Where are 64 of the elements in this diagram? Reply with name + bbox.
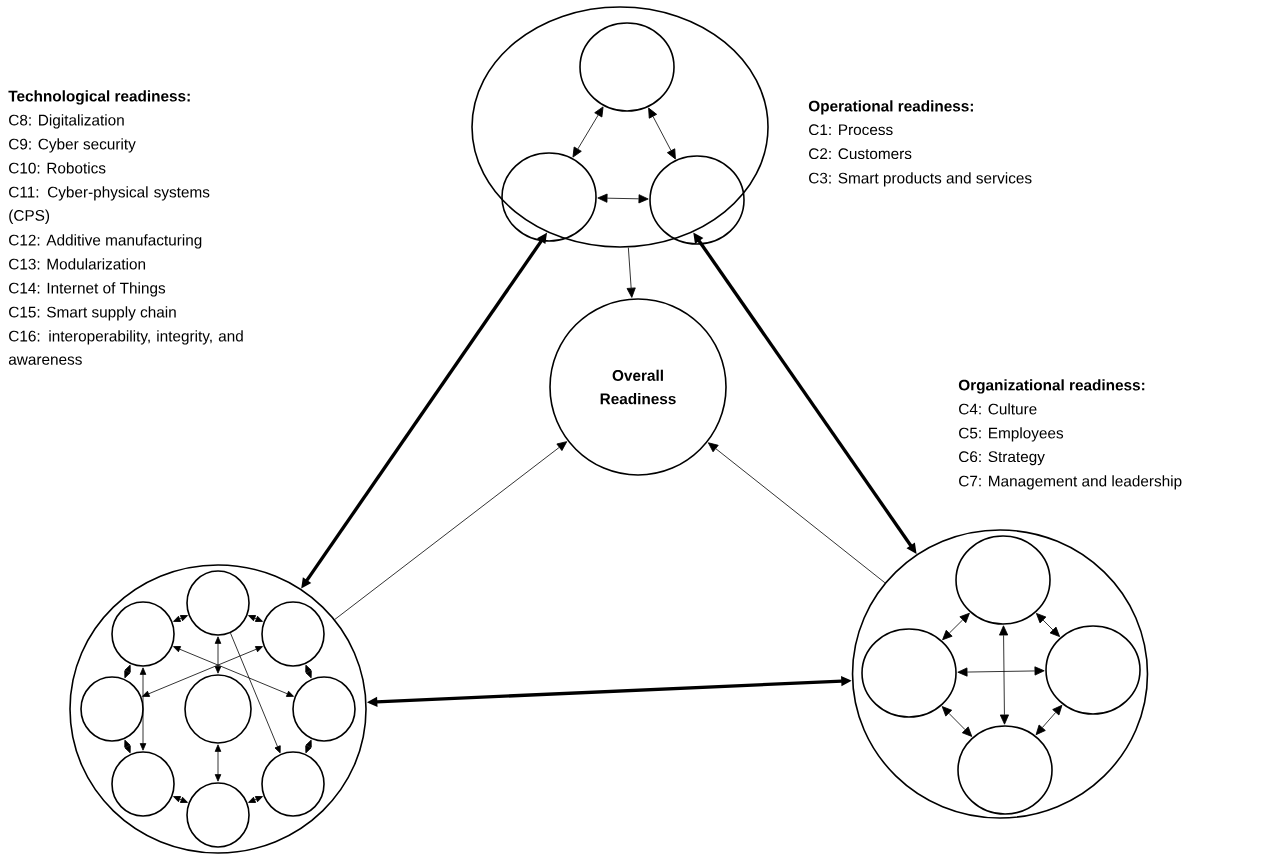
arrow xyxy=(305,739,312,754)
criterion-circle xyxy=(955,535,1051,625)
dimension-circle xyxy=(471,6,769,248)
criterion-circle xyxy=(184,674,252,744)
criterion-label: C5: Employees xyxy=(959,427,1064,442)
criterion-circle xyxy=(501,152,597,242)
criterion-label: C10: Robotics xyxy=(9,162,106,174)
arrow xyxy=(626,247,636,298)
arrow xyxy=(124,739,131,754)
criterion-circle xyxy=(80,676,144,742)
criterion-circle xyxy=(861,628,957,718)
criterion-circle xyxy=(111,601,175,667)
arrow xyxy=(139,667,147,751)
criterion-circle xyxy=(957,725,1053,815)
criterion-circle xyxy=(186,782,250,848)
arrow xyxy=(173,796,188,803)
arrow xyxy=(230,632,281,754)
arrow xyxy=(214,636,222,674)
arrow xyxy=(957,666,1045,677)
arrow xyxy=(1035,704,1063,736)
criterion-label: C9: Cyber security xyxy=(9,138,136,153)
criterion-circle xyxy=(111,751,175,817)
criterion-label: C1: Process xyxy=(809,124,893,136)
criterion-label: C11: Cyber-physical systems (CPS) xyxy=(9,186,210,224)
arrow xyxy=(334,441,568,620)
dimension-circle xyxy=(69,564,367,854)
criterion-circle xyxy=(1045,625,1141,715)
criterion-circle xyxy=(292,676,356,742)
arrow xyxy=(597,193,649,204)
arrow xyxy=(142,646,263,697)
arrow xyxy=(214,744,222,782)
criterion-label: C7: Management and leadership xyxy=(959,475,1182,490)
arrow xyxy=(1036,613,1060,637)
category-heading: Technological readiness: xyxy=(8,90,190,105)
category-heading: Operational readiness: xyxy=(808,100,973,115)
criterion-circle xyxy=(649,155,745,245)
arrow xyxy=(305,664,312,679)
arrow xyxy=(124,664,131,679)
criterion-label: C15: Smart supply chain xyxy=(9,306,176,321)
arrow xyxy=(173,646,294,697)
arrow xyxy=(999,625,1009,725)
criterion-circle xyxy=(579,22,675,112)
criterion-label: C13: Modularization xyxy=(9,258,146,270)
arrow xyxy=(942,612,970,641)
criterion-label: C14: Internet of Things xyxy=(9,282,166,297)
arrow xyxy=(248,615,263,622)
criterion-label: C2: Customers xyxy=(809,148,912,160)
criterion-circle xyxy=(186,570,250,636)
arrow xyxy=(648,107,676,160)
criterion-label: C3: Smart products and services xyxy=(809,172,1032,187)
criterion-label: C6: Strategy xyxy=(959,451,1045,466)
criterion-circle xyxy=(261,751,325,817)
criterion-label: C16: interoperability, integrity, and awareness xyxy=(8,330,243,365)
arrow xyxy=(173,615,188,622)
criterion-label: C12: Additive manufacturing xyxy=(9,234,202,249)
arrow xyxy=(572,106,604,158)
criterion-label: C8: Digitalization xyxy=(9,114,124,129)
criterion-label: C4: Culture xyxy=(959,403,1037,415)
dimension-circle xyxy=(851,529,1149,819)
arrow xyxy=(941,706,973,737)
criterion-circle xyxy=(261,601,325,667)
category-heading: Organizational readiness: xyxy=(958,379,1145,394)
arrow xyxy=(248,796,263,803)
arrow xyxy=(707,442,886,584)
